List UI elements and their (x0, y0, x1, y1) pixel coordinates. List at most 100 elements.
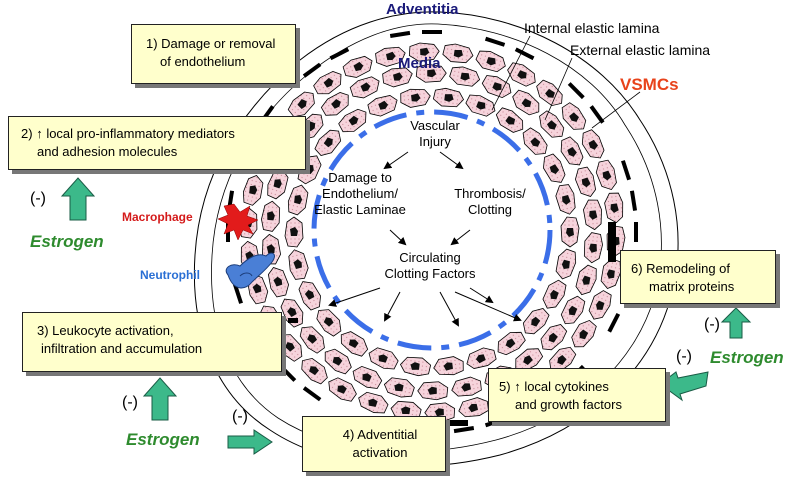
inhibit-mark-right-lower: (-) (676, 348, 692, 365)
elastic-lamina-segment (389, 30, 411, 39)
arrow-injury-to-damage (383, 151, 409, 170)
vsmc-nucleus (548, 332, 558, 343)
vsmc-cell (417, 381, 449, 401)
increase-arrow-icon: ↑ (36, 126, 43, 141)
arrow-circ-down-far-right (454, 291, 522, 322)
vsmc-nucleus (293, 259, 302, 269)
vsmcs-label: VSMCs (620, 75, 679, 94)
vsmc-cell (442, 43, 474, 64)
vsmc-nucleus (273, 276, 283, 287)
vsmc-cell (261, 200, 281, 232)
vsmc-cell (340, 331, 369, 357)
vsmc-cell (367, 95, 398, 117)
vsmc-cell (349, 76, 380, 99)
media-label: Media (398, 55, 441, 72)
elastic-lamina-segment (634, 222, 638, 242)
vsmc-cell (415, 63, 447, 83)
estrogen-label-left: Estrogen (30, 232, 104, 251)
vsmc-nucleus (545, 88, 555, 98)
vsmc-nucleus (360, 82, 371, 92)
vsmc-nucleus (353, 61, 364, 72)
step-1-line1: 1) Damage or removal (146, 36, 276, 51)
vsmc-nucleus (566, 228, 574, 237)
vsmc-nucleus (420, 47, 430, 56)
inhibit-mark-mid: (-) (122, 394, 138, 411)
vsmc-cell (522, 308, 550, 335)
vsmc-cell (512, 89, 540, 116)
vsmc-nucleus (530, 137, 541, 147)
vsmc-cell (316, 309, 342, 337)
pointer-internal-elastic (491, 35, 531, 111)
vsmc-cell (451, 376, 482, 397)
vsmc-nucleus (521, 98, 532, 107)
inhibit-mark-bottom: (-) (232, 408, 248, 425)
vsmc-nucleus (348, 339, 359, 349)
vsmc-nucleus (531, 316, 541, 327)
vsmc-cell (575, 264, 597, 296)
step-2-box: 2) ↑ local pro-inflammatory mediators an… (8, 116, 306, 170)
vsmc-cell (383, 377, 415, 398)
vsmc-nucleus (266, 244, 275, 254)
vsmc-nucleus (517, 70, 527, 79)
vsmc-cell (539, 110, 565, 138)
vsmc-cell (560, 216, 580, 248)
vsmc-cell (301, 357, 328, 385)
step-5-line1: 5) ↑ local cytokines (499, 379, 609, 394)
macrophage-cell (217, 203, 259, 241)
vsmc-nucleus (285, 342, 295, 352)
vsmc-nucleus (290, 227, 298, 236)
internal-elastic-lamina-dashed (311, 109, 553, 351)
adventitia-bar-bottom-1 (428, 420, 468, 426)
vsmc-nucleus (610, 203, 619, 213)
vsmc-nucleus (561, 259, 570, 269)
elastic-lamina-segment (279, 364, 297, 382)
inhibit-mark-left: (-) (30, 190, 46, 207)
vsmc-cell (284, 216, 304, 248)
elastic-lamina-segment (514, 47, 535, 61)
vsmc-cell (267, 168, 289, 200)
elastic-lamina-segment (232, 283, 243, 304)
vsmc-nucleus (476, 101, 486, 110)
vsmc-nucleus (461, 383, 471, 392)
vsmc-nucleus (323, 77, 334, 88)
vsmc-nucleus (306, 121, 316, 132)
vsmc-cell (522, 127, 548, 155)
vsmc-cell (497, 331, 526, 356)
step-6-line2: matrix proteins (649, 279, 735, 294)
vsmc-cell (495, 107, 524, 133)
neutrophil-cell (225, 252, 275, 289)
estrogen-label-bottom: Estrogen (126, 430, 200, 449)
vsmc-nucleus (427, 386, 437, 395)
step-3-line2: infiltration and accumulation (41, 341, 203, 356)
step-4-line2: activation (352, 445, 408, 460)
external-elastic-label: External elastic lamina (570, 42, 711, 58)
vsmc-cell (352, 365, 383, 389)
vsmc-cell (299, 326, 325, 354)
vsmc-cell (549, 346, 577, 373)
vsmc-nucleus (569, 112, 579, 122)
damage-endothelium-text: Damage to Endothelium/ Elastic Laminae (314, 170, 406, 217)
estrogen-label-right: Estrogen (710, 348, 784, 367)
step-1-box: 1) Damage or removal of endothelium (131, 24, 296, 84)
vsmc-nucleus (249, 185, 258, 195)
vsmc-cell (298, 281, 321, 311)
estrogen-arrow-right-left (659, 371, 709, 402)
elastic-lamina-segment (484, 36, 506, 47)
vsmc-cell (433, 356, 464, 376)
estrogen-arrow-mid (142, 377, 178, 421)
elastic-lamina-segment (422, 30, 442, 34)
vsmc-cell (324, 348, 352, 375)
step-1-line2: of endothelium (160, 54, 246, 69)
vsmc-nucleus (309, 366, 319, 376)
vsmc-nucleus (443, 362, 453, 371)
vsmc-nucleus (589, 243, 597, 253)
vsmc-nucleus (492, 82, 502, 91)
vsmc-nucleus (475, 354, 486, 364)
step-4-line1: 4) Adventitial (342, 427, 418, 442)
vsmc-nucleus (305, 164, 314, 175)
vsmc-cell (368, 347, 399, 370)
vsmc-layer (238, 42, 626, 422)
vsmc-cell (543, 153, 566, 183)
vsmc-cell (581, 129, 605, 159)
